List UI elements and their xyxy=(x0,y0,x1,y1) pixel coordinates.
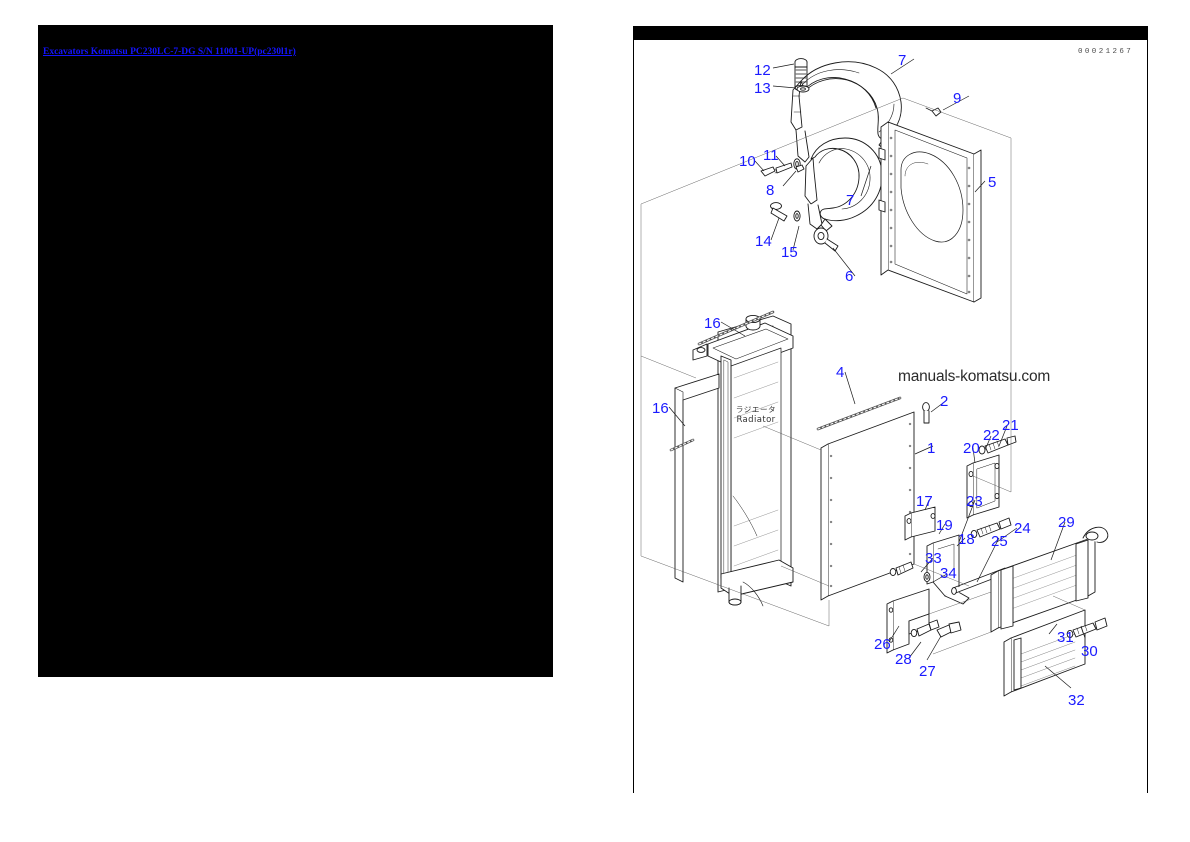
callout-number-7: 7 xyxy=(898,52,907,69)
callout-number-16: 16 xyxy=(704,315,721,332)
callout-number-1: 1 xyxy=(927,440,936,457)
callout-number-15: 15 xyxy=(781,244,798,261)
callout-number-27: 27 xyxy=(919,663,936,680)
callout-number-9: 9 xyxy=(953,90,962,107)
callout-number-24: 24 xyxy=(1014,520,1031,537)
diagram-frame-left-rule xyxy=(633,40,635,793)
callout-number-17: 17 xyxy=(916,493,933,510)
callout-number-6: 6 xyxy=(845,268,854,285)
diagram-frame-right-rule xyxy=(1146,40,1148,793)
site-watermark: manuals-komatsu.com xyxy=(898,368,1051,385)
callout-number-31: 31 xyxy=(1057,629,1074,646)
radiator-label-japanese: ラジエータ xyxy=(735,405,777,414)
callout-number-30: 30 xyxy=(1081,643,1098,660)
callout-number-11: 11 xyxy=(763,147,779,164)
left-content-panel: Excavators Komatsu PC230LC-7-DG S/N 1100… xyxy=(38,25,553,677)
callout-number-29: 29 xyxy=(1058,514,1075,531)
callout-number-10: 10 xyxy=(739,153,756,170)
callout-number-20: 20 xyxy=(963,440,980,457)
callout-number-7b: 7 xyxy=(846,192,855,209)
callout-number-26: 26 xyxy=(874,636,891,653)
callout-number-32: 32 xyxy=(1068,692,1085,709)
drawing-code-label: 00021267 xyxy=(1078,48,1134,56)
callout-number-23: 23 xyxy=(966,493,983,510)
callout-number-16b: 16 xyxy=(652,400,669,417)
callout-number-12: 12 xyxy=(754,62,771,79)
parts-exploded-diagram xyxy=(640,58,1109,697)
callout-number-14: 14 xyxy=(755,233,772,250)
callout-number-13: 13 xyxy=(754,80,771,97)
radiator-label-english: Radiator xyxy=(736,415,776,425)
callout-number-4: 4 xyxy=(836,364,845,381)
callout-number-5: 5 xyxy=(988,174,997,191)
callout-number-28: 28 xyxy=(895,651,912,668)
callout-number-33: 33 xyxy=(925,550,942,567)
breadcrumb-link[interactable]: Excavators Komatsu PC230LC-7-DG S/N 1100… xyxy=(43,47,296,57)
parts-diagram-panel: 00021267 xyxy=(633,26,1148,793)
callout-number-18: 18 xyxy=(958,531,975,548)
callout-number-19: 19 xyxy=(936,517,953,534)
diagram-top-bar xyxy=(633,26,1148,40)
callout-number-22: 22 xyxy=(983,427,1000,444)
callout-number-2: 2 xyxy=(940,393,949,410)
callout-number-21: 21 xyxy=(1002,417,1019,434)
callout-number-25: 25 xyxy=(991,533,1008,550)
callout-number-8: 8 xyxy=(766,182,775,199)
callout-number-34: 34 xyxy=(940,565,957,582)
